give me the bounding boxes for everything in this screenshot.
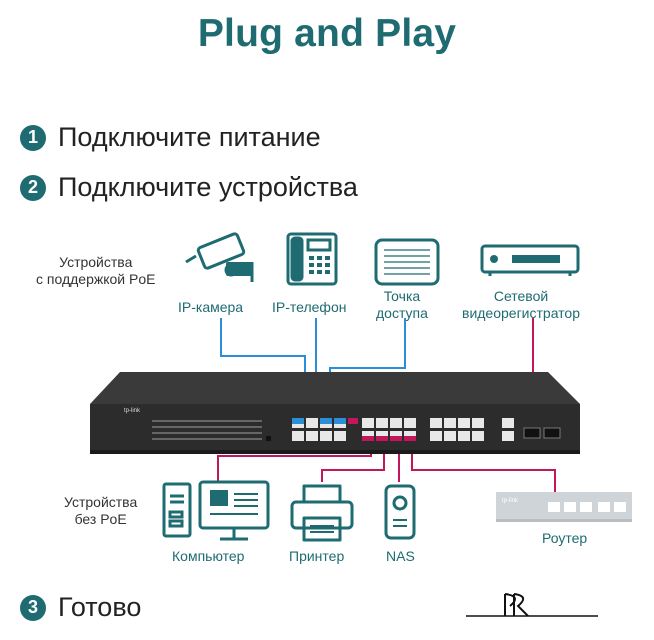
step-text: Готово: [58, 592, 142, 622]
nonpoe-group-label: Устройства без PoE: [64, 494, 138, 527]
page-title: Plug and Play: [197, 12, 457, 55]
step-number: 1: [20, 124, 46, 151]
nvr-icon: [480, 244, 580, 276]
nas-icon: [384, 484, 416, 540]
ip-phone-icon: [286, 232, 338, 286]
label-printer: Принтер: [289, 548, 345, 564]
step-number: 3: [20, 594, 46, 621]
label-computer: Компьютер: [172, 548, 245, 564]
step-text: Подключите питание: [58, 122, 321, 152]
switch-device: tp-link: [90, 372, 580, 454]
step-2: 2 Подключите устройства: [20, 172, 358, 203]
access-point-icon: [374, 238, 440, 286]
label-access-point: Точка доступа: [376, 288, 428, 321]
step-text: Подключите устройства: [58, 172, 358, 202]
ip-camera-icon: [185, 232, 254, 282]
step-3: 3 Готово: [20, 592, 141, 623]
step-1: 1 Подключите питание: [20, 122, 321, 153]
router-brand: tp-link: [502, 498, 519, 504]
label-router: Роутер: [542, 530, 588, 546]
printer-icon: [290, 484, 354, 542]
computer-icon: [162, 480, 270, 541]
switch-brand: tp-link: [124, 408, 141, 414]
poe-group-label: Устройства с поддержкой PoE: [36, 254, 156, 287]
router-device: tp-link: [496, 492, 632, 522]
label-ip-phone: IP-телефон: [272, 299, 347, 315]
label-nas: NAS: [386, 548, 415, 564]
label-ip-camera: IP-камера: [178, 299, 244, 315]
step-number: 2: [20, 174, 46, 201]
logo-mark: [466, 593, 598, 617]
label-nvr: Сетевой видеорегистратор: [462, 288, 581, 321]
